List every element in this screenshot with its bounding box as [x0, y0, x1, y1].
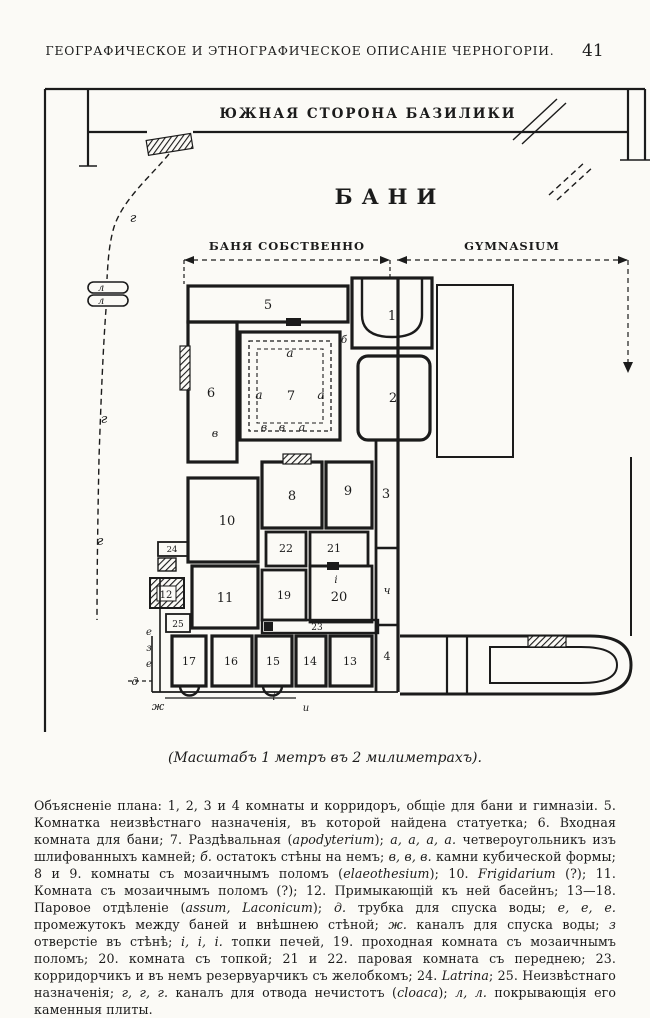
cloaca-channel — [87, 153, 170, 621]
plan-label-6: 6 — [207, 386, 215, 401]
legend-segment: отверстіе въ стѣнѣ; — [34, 934, 182, 949]
legend-segment: ж. — [388, 917, 407, 932]
plan-label-г: г — [101, 412, 108, 427]
plan-label-а: а — [317, 388, 324, 402]
legend-segment: л, л. — [455, 985, 488, 1000]
basilica-wall — [43, 87, 650, 732]
legend-segment: б. — [200, 849, 213, 864]
plan-label-і: і — [334, 575, 337, 586]
plan-label-3: 3 — [382, 487, 390, 502]
legend-segment: cloaca — [397, 985, 439, 1000]
plan-label-а: а — [255, 388, 262, 402]
plan-label-д: д — [132, 675, 139, 688]
plan-label-е: е — [146, 627, 152, 638]
scale-caption: (Масштабъ 1 метръ въ 2 милиметрахъ). — [168, 750, 482, 766]
legend-segment: покрывающія его каменныя плиты. — [34, 985, 617, 1017]
legend-segment: з — [609, 917, 616, 932]
legend-segment: каналъ для отвода нечистотъ ( — [168, 985, 398, 1000]
plan-label-15: 15 — [266, 655, 280, 668]
legend-segment: остатокъ стѣны на немъ; — [212, 849, 389, 864]
plan-label-21: 21 — [327, 542, 341, 555]
plan-label-20: 20 — [331, 590, 348, 605]
legend-paragraph: Объясненіе плана: 1, 2, 3 и 4 комнаты и … — [34, 797, 616, 1018]
plan-label-в: в — [279, 421, 285, 434]
plan-label-1: 1 — [388, 309, 396, 324]
legend-segment: е, е, е. — [557, 900, 616, 915]
legend-segment: ); — [374, 832, 391, 847]
plan-label-5: 5 — [264, 298, 272, 313]
plan-label-8: 8 — [288, 489, 296, 504]
legend-segment: ); 10. — [429, 866, 479, 881]
plan-label-з: з — [146, 643, 151, 654]
legend-segment: каналъ для спуска воды; — [406, 917, 610, 932]
plan-label-2: 2 — [389, 391, 397, 406]
plan-label-л: л — [98, 296, 104, 307]
dimension-lines — [183, 256, 633, 373]
plan-label-19: 19 — [277, 589, 291, 602]
basilica-label: ЮЖНАЯ СТОРОНА БАЗИЛИКИ — [219, 106, 516, 122]
running-header: ГЕОГРАФИЧЕСКОЕ И ЭТНОГРАФИЧЕСКОЕ ОПИСАНІ… — [45, 44, 555, 58]
legend-segment: в, в, в. — [388, 849, 432, 864]
legend-segment: Latrina — [441, 968, 489, 983]
plan-label-ж: ж — [152, 700, 165, 713]
plan-label-9: 9 — [344, 484, 352, 499]
dim-label-bath: БАНЯ СОБСТВЕННО — [209, 239, 365, 253]
legend-segment: г, г, г. — [121, 985, 169, 1000]
legend-segment: assum, Laconicum — [185, 900, 313, 915]
plan-label-24: 24 — [167, 545, 178, 555]
plan-label-16: 16 — [224, 655, 238, 668]
plan-label-ч: ч — [384, 584, 391, 597]
plan-figure: ЮЖНАЯ СТОРОНА БАЗИЛИКИ БАНИ БАНЯ СОБСТВЕ… — [43, 87, 650, 732]
legend-segment: Объясненіе плана: 1, 2, 3 и 4 комнаты и … — [34, 798, 616, 847]
legend-segment: ); — [312, 900, 334, 915]
dim-label-gymnasium: GYMNASIUM — [464, 239, 560, 253]
legend-segment: четвероугольникъ изъ шлифованныхъ камней… — [34, 832, 616, 864]
plan-label-и: и — [303, 703, 309, 714]
plan-label-л: л — [98, 283, 104, 294]
legend-segment: ); — [438, 985, 456, 1000]
legend-segment: а, а, а, а. — [390, 832, 457, 847]
plan-label-11: 11 — [217, 591, 234, 606]
legend-segment: топки печей, 19. проходная комната съ мо… — [34, 934, 616, 983]
plan-label-10: 10 — [219, 514, 236, 529]
legend-segment: камни кубической формы; 8 и 9. комнаты с… — [34, 849, 616, 881]
gymnasium-walls — [400, 284, 633, 696]
plan-label-і: і — [272, 692, 275, 703]
legend-segment: (?); 11. Комната съ мозаичнымъ поломъ (?… — [34, 866, 616, 915]
plan-label-4: 4 — [384, 650, 391, 663]
plan-label-13: 13 — [343, 655, 357, 668]
plan-label-е: е — [146, 659, 152, 670]
plan-label-в: в — [212, 427, 218, 440]
legend-segment: ; 25. Неизвѣстнаго назначенія; — [34, 968, 616, 1000]
plan-label-14: 14 — [303, 655, 317, 668]
plan-label-а: а — [286, 346, 293, 360]
plan-label-в: в — [261, 421, 267, 434]
plan-label-17: 17 — [182, 655, 196, 668]
legend-segment: трубка для спуска воды; — [346, 900, 558, 915]
plan-label-22: 22 — [279, 542, 293, 555]
legend-segment: elaeothesium — [343, 866, 430, 881]
legend-segment: і, і, і. — [181, 934, 223, 949]
plan-label-б: б — [341, 335, 348, 346]
plan-label-12: 12 — [160, 590, 173, 601]
legend-segment: д. — [333, 900, 347, 915]
plan-label-25: 25 — [172, 620, 184, 630]
plan-label-а: а — [299, 421, 306, 434]
plan-label-23: 23 — [311, 623, 323, 633]
bath-walls — [128, 276, 434, 699]
legend-segment: apodyterium — [292, 832, 375, 847]
plan-label-г: г — [130, 211, 137, 226]
legend-segment: Frigidarium — [478, 866, 556, 881]
plan-label-7: 7 — [287, 389, 295, 404]
plan-label-г: г — [97, 534, 104, 549]
plan-title: БАНИ — [335, 184, 446, 209]
legend-segment: промежутокъ между баней и внѣшнею стѣной… — [34, 917, 389, 932]
page-number: 41 — [582, 41, 604, 61]
